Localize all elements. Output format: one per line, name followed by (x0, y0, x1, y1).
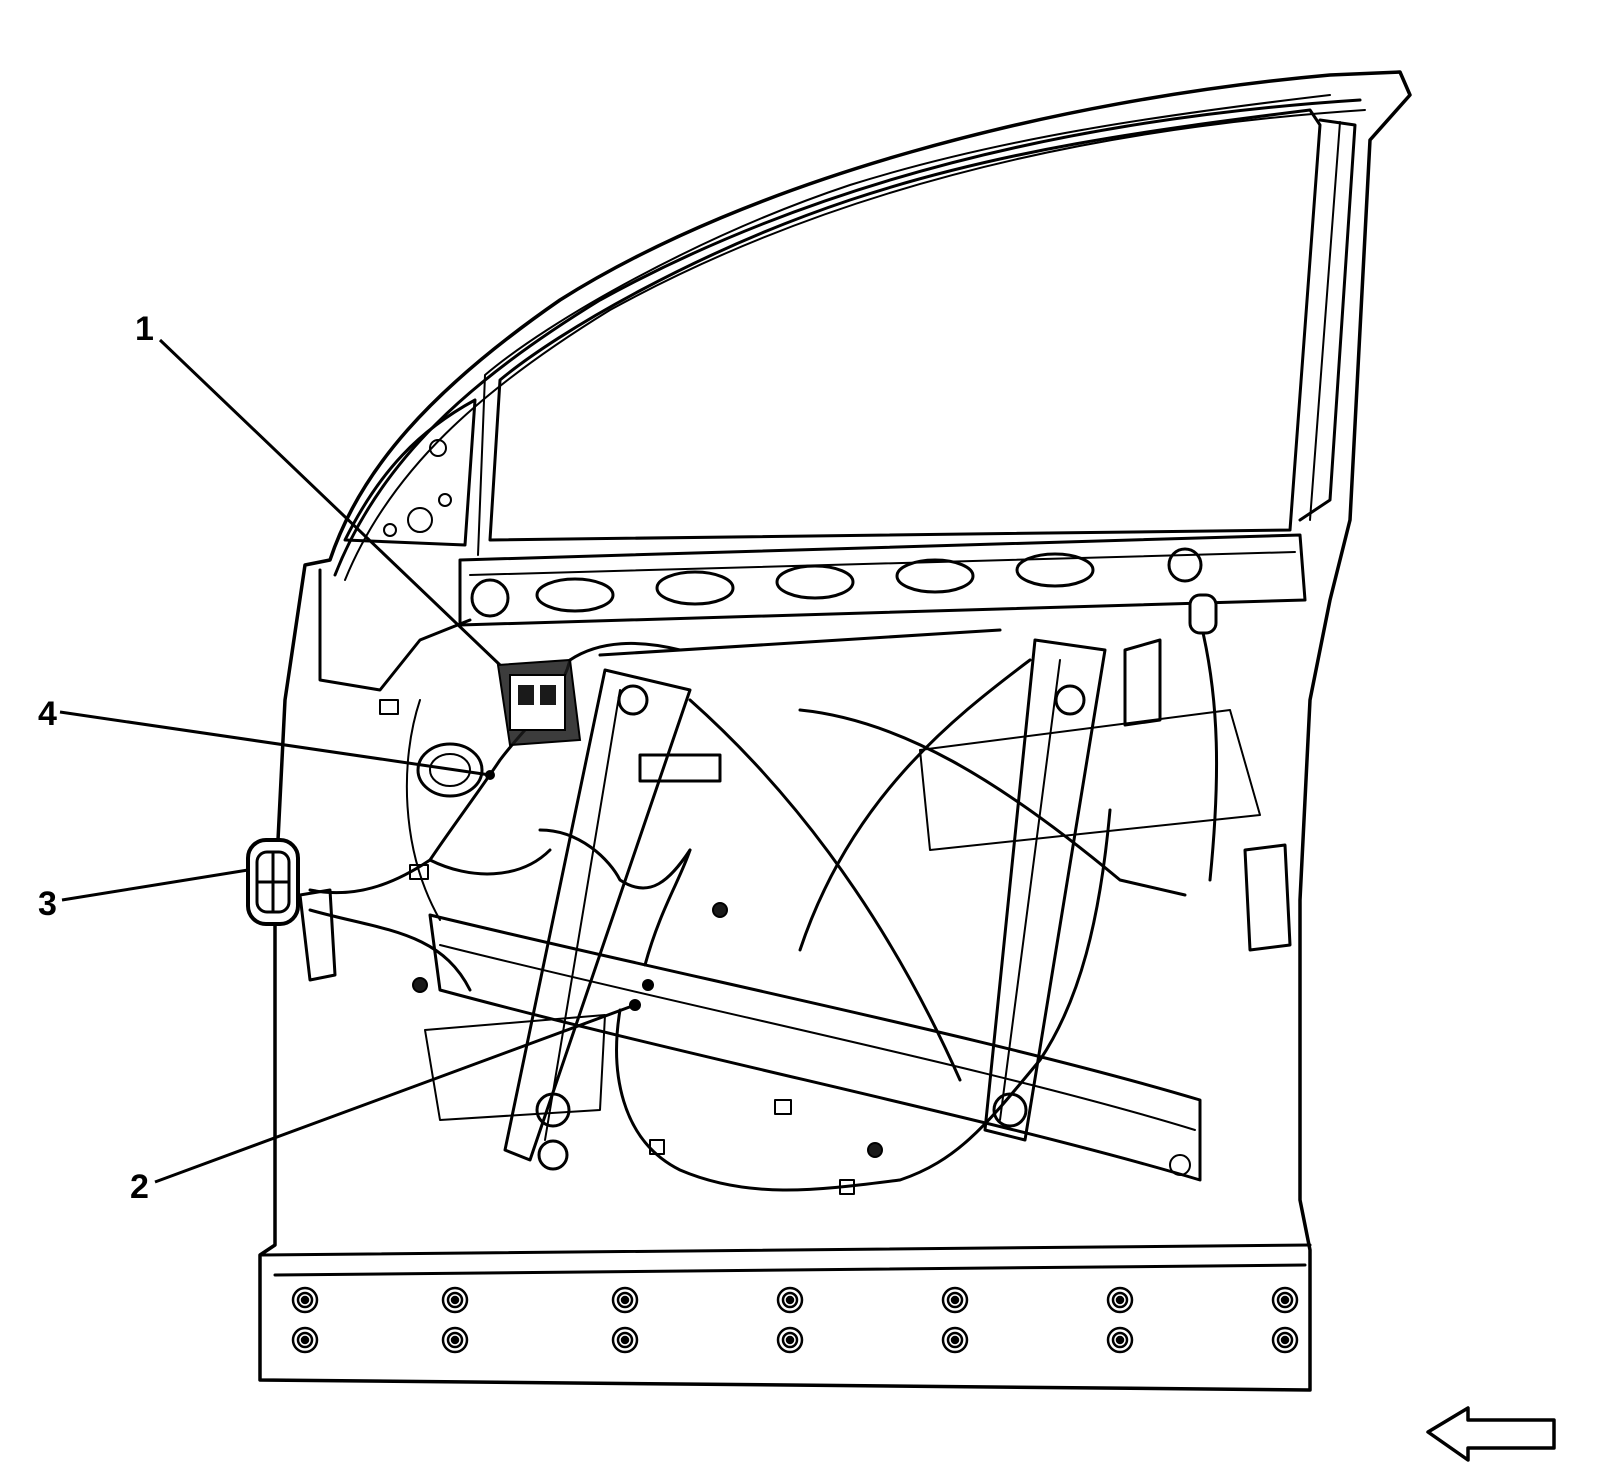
leader-2 (154, 1003, 636, 1184)
bolt-icon (1280, 1295, 1290, 1305)
bottom-strip (260, 1243, 1312, 1354)
bolt-icon (785, 1335, 795, 1345)
bolt-icon (620, 1295, 630, 1305)
callout-1-label: 1 (135, 310, 154, 348)
bolt-icon (785, 1295, 795, 1305)
callout-4-label: 4 (38, 695, 57, 733)
bolt-icon (950, 1335, 960, 1345)
components (246, 593, 1292, 1121)
callout-2-label: 2 (130, 1168, 149, 1206)
bolt-icon (1115, 1295, 1125, 1305)
callout-leaders (59, 338, 654, 1184)
window-regulator (503, 628, 1187, 1171)
bolt-icon (300, 1335, 310, 1345)
leader-1 (158, 338, 502, 667)
belt-beam (458, 533, 1307, 627)
lower-beam (428, 913, 1202, 1182)
callout-3-label: 3 (38, 885, 57, 923)
inner-module (318, 568, 484, 921)
bolt-icon (950, 1295, 960, 1305)
door-panel (258, 70, 1412, 1392)
bolt-icon (620, 1335, 630, 1345)
leader-4 (59, 710, 491, 777)
window-opening (477, 94, 1357, 556)
bolt-icon (1115, 1335, 1125, 1345)
leader-3 (61, 868, 249, 902)
bolt-icon (300, 1295, 310, 1305)
bolt-icon (450, 1335, 460, 1345)
bolt-icon (450, 1295, 460, 1305)
bolt-icon (1280, 1335, 1290, 1345)
mirror-patch (343, 398, 477, 547)
left-arrow-icon (1426, 1406, 1556, 1462)
